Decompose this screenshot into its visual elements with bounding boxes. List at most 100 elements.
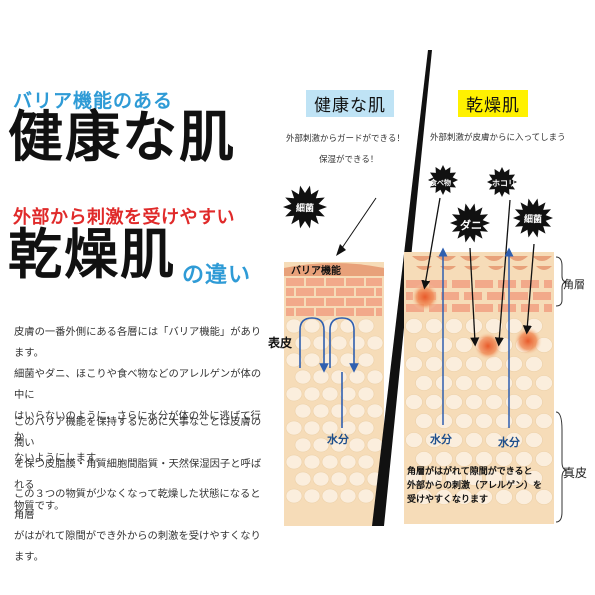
dust-allergen-starburst	[487, 167, 517, 197]
brick	[336, 288, 354, 296]
cell	[348, 403, 366, 419]
cell	[425, 356, 443, 372]
dry-water-label-left: 水分	[430, 433, 452, 446]
brick	[452, 304, 470, 312]
inflammation-spot	[514, 327, 542, 355]
horny-layer-brace	[555, 256, 568, 307]
cell	[321, 454, 339, 470]
brick	[296, 288, 314, 296]
text-line: 皮膚の一番外側にある各層には「バリア機能」があります。	[14, 326, 262, 359]
cell	[505, 394, 523, 410]
cell	[366, 437, 384, 453]
brick	[336, 308, 354, 316]
brick	[286, 308, 294, 316]
cell	[485, 470, 503, 486]
cell	[405, 318, 423, 334]
cell	[515, 451, 533, 467]
cell	[357, 454, 375, 470]
germ-label: 細菌	[296, 204, 315, 214]
cell	[535, 413, 553, 429]
cell	[475, 375, 493, 391]
cell	[465, 356, 483, 372]
text-line: を保つ皮脂膜・角質細胞間脂質・天然保湿因子と呼ばれる	[14, 458, 262, 491]
brick	[286, 278, 304, 286]
brick	[316, 288, 334, 296]
cell	[285, 352, 303, 368]
cell	[495, 489, 513, 505]
brick	[356, 308, 374, 316]
note-line: 外部からの刺激（アレルゲン）を	[407, 481, 543, 491]
cell	[405, 394, 423, 410]
cell	[303, 386, 321, 402]
cell	[445, 394, 463, 410]
cell	[294, 471, 312, 487]
lifted-scale	[436, 256, 456, 261]
lead-line: バリア機能のある	[13, 90, 174, 112]
brick	[346, 278, 364, 286]
cell	[505, 356, 523, 372]
cell	[339, 488, 357, 504]
healthy-caption-moisture: 保湿ができる！	[319, 155, 379, 165]
dry-skin-block	[404, 252, 554, 524]
germ-starburst-healthy	[283, 185, 327, 229]
inflammation-spot	[411, 283, 439, 311]
brick	[286, 288, 294, 296]
epidermis-label: 表皮	[268, 336, 293, 350]
cell	[505, 470, 523, 486]
cell	[348, 471, 366, 487]
cell	[455, 413, 473, 429]
cell	[330, 471, 348, 487]
inflammation-spot	[474, 332, 502, 360]
brick	[429, 304, 447, 312]
brick	[475, 304, 493, 312]
dermis-label: 真皮	[563, 466, 588, 480]
note-line: 受けやすくなります	[407, 495, 489, 505]
cell	[465, 470, 483, 486]
brick	[366, 278, 382, 286]
healthy-water-label: 水分	[327, 433, 349, 446]
cell	[321, 386, 339, 402]
cell	[495, 413, 513, 429]
cell	[475, 413, 493, 429]
brick	[346, 298, 364, 306]
brick	[366, 298, 382, 306]
brick	[306, 298, 324, 306]
cell	[366, 369, 384, 385]
cell	[312, 369, 330, 385]
cell	[348, 369, 366, 385]
brick	[544, 280, 552, 288]
lifted-scale	[532, 256, 552, 261]
cell	[515, 413, 533, 429]
healthy-sebum-film	[284, 263, 384, 276]
cell	[312, 403, 330, 419]
dermis-brace	[555, 411, 568, 523]
cell	[415, 413, 433, 429]
germ-allergen-starburst	[513, 198, 553, 238]
allergen-arrow	[421, 197, 441, 290]
mid-line: 外部から刺激を受けやすい	[13, 207, 235, 228]
horny-layer-label: 角層	[563, 278, 585, 291]
lifted-scale	[412, 256, 432, 261]
cell	[303, 454, 321, 470]
brick	[544, 304, 552, 312]
cell	[339, 386, 357, 402]
allergen-mite-label: ダニ	[460, 219, 482, 232]
cell	[294, 403, 312, 419]
lifted-scale	[440, 266, 456, 270]
cell	[357, 352, 375, 368]
brick	[498, 304, 516, 312]
dry-panel-title: 乾燥肌	[458, 90, 528, 117]
cell	[285, 420, 303, 436]
cell	[294, 369, 312, 385]
cell	[455, 375, 473, 391]
brick	[376, 308, 382, 316]
lifted-scale	[512, 266, 528, 270]
brick	[406, 292, 413, 300]
brick	[406, 280, 424, 288]
cell	[525, 470, 543, 486]
brick	[487, 292, 505, 300]
food-allergen-starburst	[428, 165, 458, 195]
dry-water-label-right: 水分	[498, 436, 520, 449]
cell	[357, 318, 375, 334]
